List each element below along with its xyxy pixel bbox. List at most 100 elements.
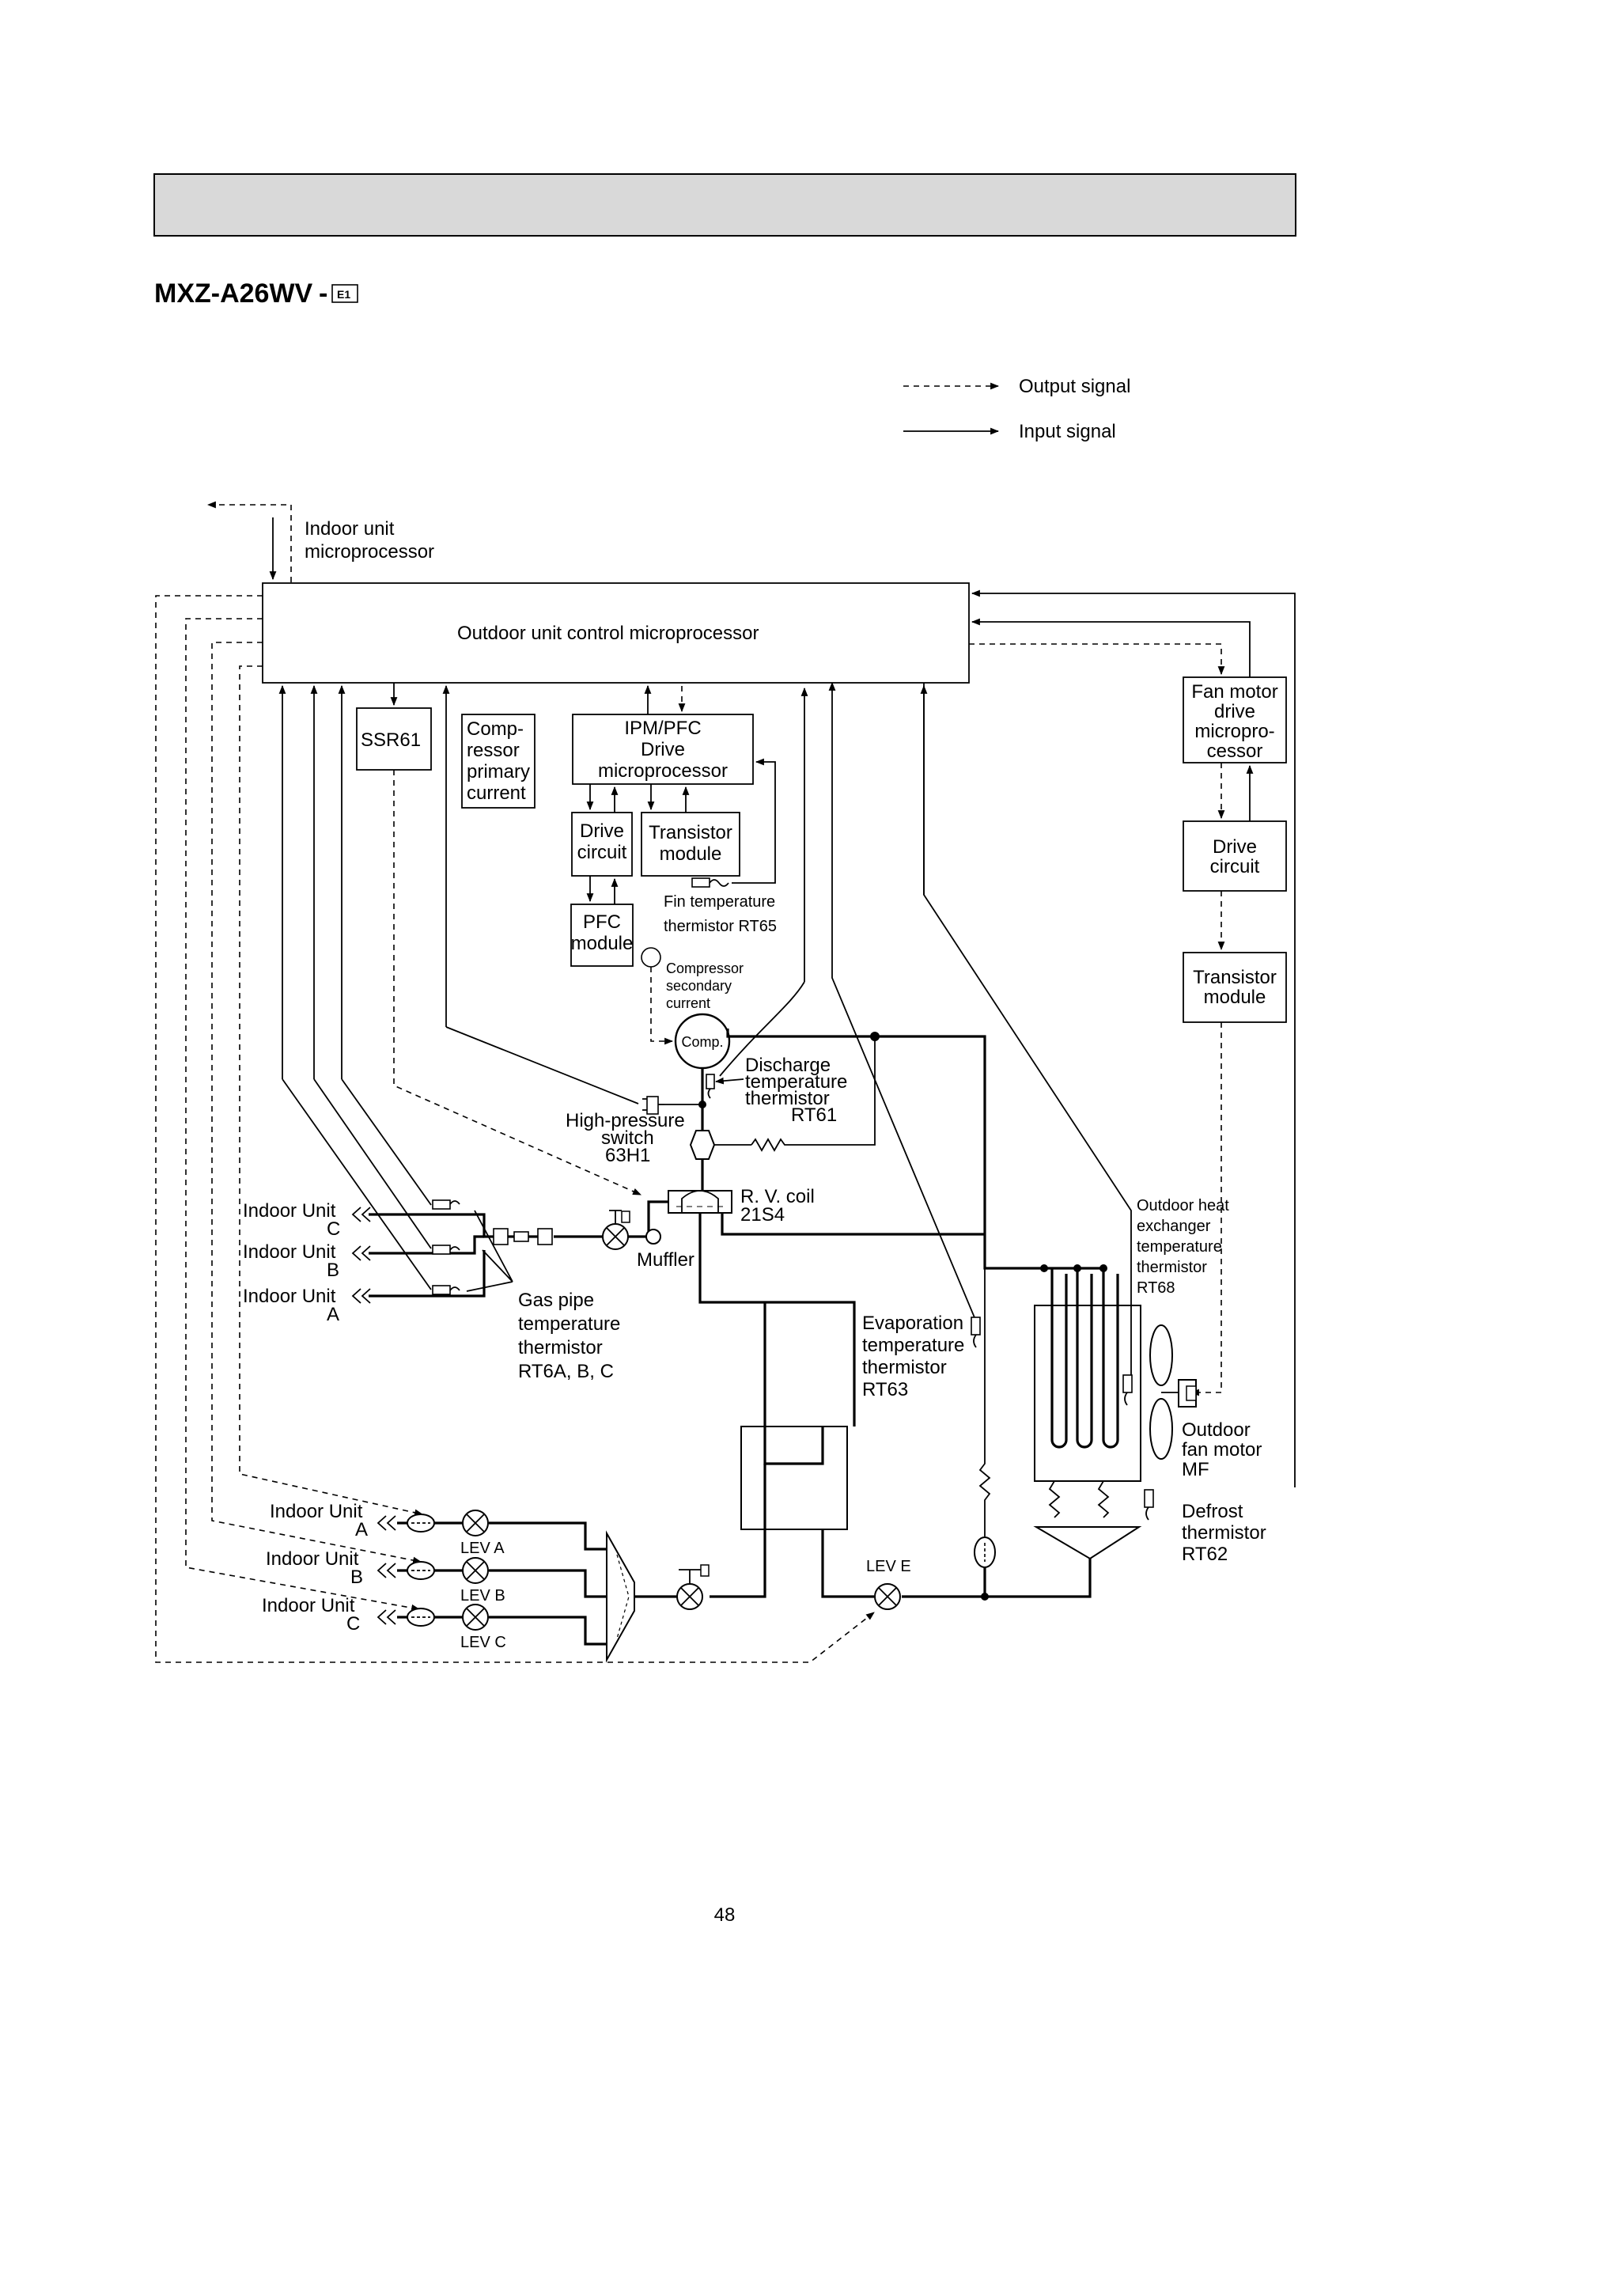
svg-text:Fan motor: Fan motor [1191,681,1277,703]
ssr61-box [356,707,432,771]
svg-text:thermistor: thermistor [518,1337,603,1358]
svg-text:cessor: cessor [1207,741,1263,762]
svg-text:temperature: temperature [745,1071,847,1093]
header-band [153,173,1296,237]
svg-text:Evaporation: Evaporation [862,1313,963,1334]
svg-text:R. V. coil: R. V. coil [740,1186,815,1207]
svg-text:thermistor: thermistor [862,1357,947,1378]
badge-box [331,284,358,303]
svg-text:Indoor Unit: Indoor Unit [243,1241,336,1263]
outdoor-control-box [262,582,970,684]
svg-text:Indoor Unit: Indoor Unit [270,1501,363,1522]
indoor-micro-label: Indoor unit [305,518,395,540]
svg-text:temperature: temperature [862,1335,964,1356]
svg-text:Outdoor heat: Outdoor heat [1137,1197,1229,1214]
svg-text:B: B [327,1260,339,1281]
svg-text:thermistor: thermistor [1182,1522,1266,1544]
svg-text:primary: primary [467,761,530,782]
drive-circuit-box [571,812,633,877]
svg-text:Drive: Drive [1213,836,1257,858]
svg-text:Indoor Unit: Indoor Unit [243,1286,336,1307]
svg-text:circuit: circuit [577,842,627,863]
svg-text:Compressor: Compressor [666,960,744,976]
svg-text:C: C [346,1613,360,1635]
svg-text:module: module [660,843,722,865]
svg-text:Comp-: Comp- [467,718,524,740]
svg-text:current: current [467,782,526,804]
pfc-module-box [570,904,634,967]
svg-text:secondary: secondary [666,978,732,994]
svg-text:thermistor: thermistor [745,1088,830,1109]
svg-text:MF: MF [1182,1459,1209,1480]
svg-text:Discharge: Discharge [745,1055,831,1076]
drive-circuit-2-box [1183,820,1287,892]
svg-text:Muffler: Muffler [637,1249,694,1271]
ipm-pfc-box [572,714,754,785]
svg-text:thermistor RT65: thermistor RT65 [664,918,777,935]
page-number: 48 [714,1904,736,1926]
svg-text:A: A [355,1519,368,1540]
svg-text:Indoor Unit: Indoor Unit [243,1200,336,1222]
outdoor-control-label: Outdoor unit control microprocessor [457,623,759,644]
svg-text:switch: switch [601,1127,654,1149]
svg-text:RT62: RT62 [1182,1544,1228,1565]
svg-text:Drive: Drive [641,739,685,760]
svg-text:Drive: Drive [580,820,624,842]
svg-text:temperature: temperature [518,1313,620,1335]
svg-text:Transistor: Transistor [1193,967,1277,988]
svg-text:PFC: PFC [583,911,621,933]
svg-text:LEV A: LEV A [460,1540,505,1557]
svg-text:temperature: temperature [1137,1238,1222,1256]
svg-text:LEV B: LEV B [460,1587,505,1605]
svg-text:A: A [327,1304,339,1325]
svg-text:Defrost: Defrost [1182,1501,1243,1522]
svg-text:LEV C: LEV C [460,1634,506,1651]
svg-text:thermistor: thermistor [1137,1259,1207,1276]
svg-text:Gas pipe: Gas pipe [518,1290,594,1311]
svg-text:exchanger: exchanger [1137,1218,1211,1235]
model-title: MXZ-A26WV [154,278,313,309]
svg-text:RT6A, B, C: RT6A, B, C [518,1361,614,1382]
svg-text:Indoor Unit: Indoor Unit [266,1548,359,1570]
svg-text:SSR61: SSR61 [361,729,421,751]
svg-text:Indoor Unit: Indoor Unit [262,1595,355,1616]
model-suffix: - [319,278,327,309]
svg-text:ressor: ressor [467,740,520,761]
legend-input: Input signal [1019,421,1116,442]
legend-output: Output signal [1019,376,1130,397]
accumulator [740,1426,848,1530]
outdoor-heat-exchanger [1034,1305,1141,1482]
model-badge: E1 [337,288,350,301]
svg-text:Comp.: Comp. [681,1034,723,1050]
fan-blade-top [1149,1324,1173,1386]
svg-text:Outdoor: Outdoor [1182,1419,1251,1441]
svg-text:circuit: circuit [1210,856,1260,877]
svg-text:High-pressure: High-pressure [566,1110,685,1131]
svg-text:micropro-: micropro- [1194,721,1274,742]
svg-text:21S4: 21S4 [740,1204,785,1226]
svg-text:module: module [571,933,634,954]
svg-text:drive: drive [1214,701,1255,722]
svg-text:63H1: 63H1 [605,1145,650,1166]
transistor-module-2-box [1183,952,1287,1023]
svg-text:Fin temperature: Fin temperature [664,893,775,911]
svg-text:Transistor: Transistor [649,822,732,843]
svg-text:microprocessor: microprocessor [598,760,728,782]
svg-text:RT68: RT68 [1137,1279,1175,1297]
svg-text:B: B [350,1567,363,1588]
svg-text:module: module [1204,987,1266,1008]
fan-motor-drive-box [1183,676,1287,763]
svg-text:LEV E: LEV E [866,1558,911,1575]
fan-blade-bottom [1149,1398,1173,1460]
svg-text:RT63: RT63 [862,1379,908,1400]
transistor-module-box [641,812,740,877]
svg-text:fan motor: fan motor [1182,1439,1262,1461]
svg-text:RT61: RT61 [791,1104,837,1126]
svg-text:C: C [327,1218,340,1240]
comp-primary-current-box [461,714,536,809]
reversing-valve [668,1190,732,1214]
svg-text:IPM/PFC: IPM/PFC [624,718,701,739]
svg-text:current: current [666,995,710,1011]
